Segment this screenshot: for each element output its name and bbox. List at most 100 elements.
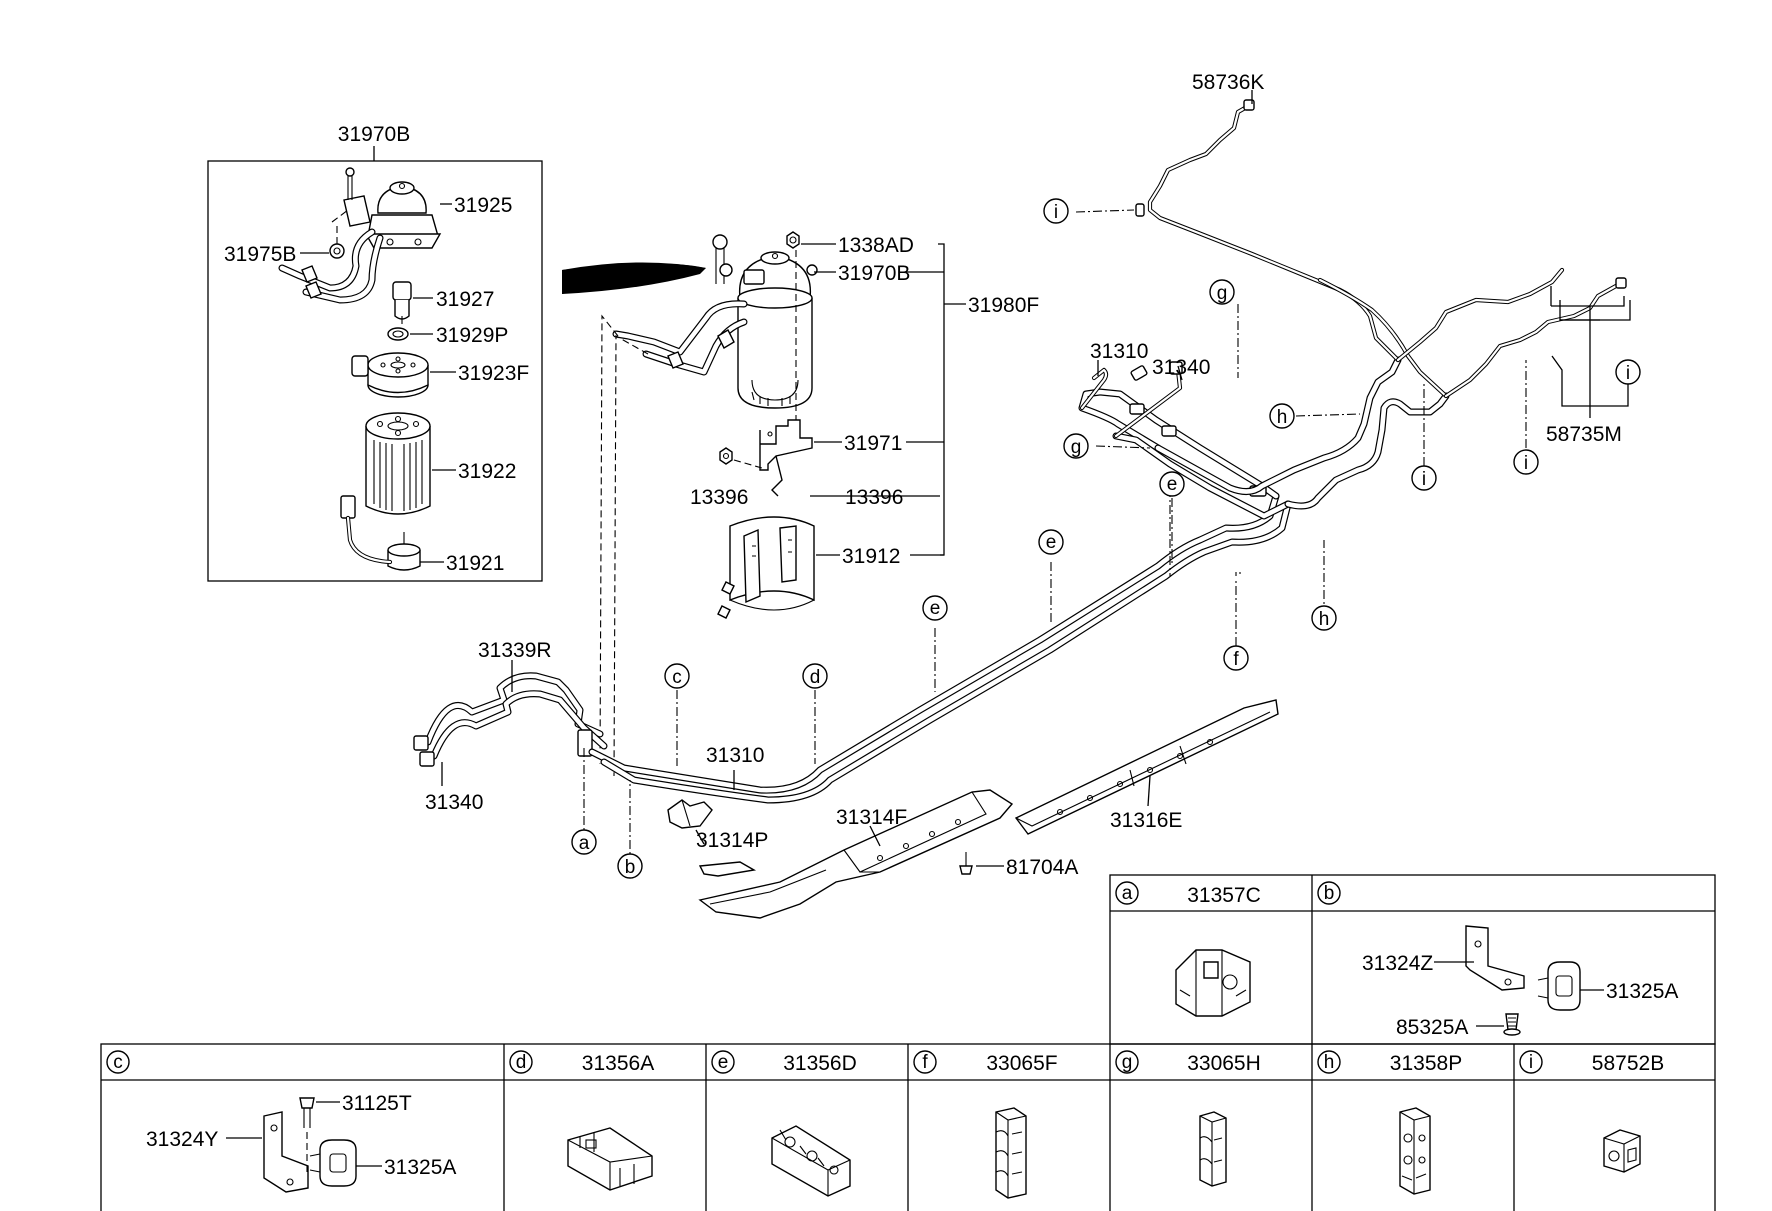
svg-text:a: a <box>579 833 590 854</box>
svg-text:i: i <box>1529 1052 1533 1073</box>
callout-31340-left[interactable]: 31340 <box>425 791 483 814</box>
legend-label-31324Y[interactable]: 31324Y <box>146 1128 218 1151</box>
callout-31310-mid[interactable]: 31310 <box>706 744 764 767</box>
bolt-31975B <box>329 243 345 259</box>
legend-part-31356D[interactable]: 31356D <box>783 1052 857 1075</box>
clip-31314P <box>667 799 757 877</box>
callout-31929P[interactable]: 31929P <box>436 324 508 347</box>
protector-31316E <box>1014 699 1279 835</box>
callout-31340-top[interactable]: 31340 <box>1152 356 1210 379</box>
marker-d[interactable]: d <box>802 663 828 689</box>
legend-cell-b: b <box>1317 881 1581 1036</box>
svg-text:b: b <box>1324 883 1335 904</box>
legend-label-31325A-b[interactable]: 31325A <box>1606 980 1678 1003</box>
callout-13396-a[interactable]: 13396 <box>690 486 748 509</box>
marker-h-2[interactable]: h <box>1311 605 1337 631</box>
marker-h-1[interactable]: h <box>1269 403 1295 429</box>
marker-b[interactable]: b <box>617 853 643 879</box>
marker-i-2[interactable]: i <box>1411 465 1437 491</box>
callout-31971[interactable]: 31971 <box>844 432 902 455</box>
filter-head-31925 <box>343 167 442 249</box>
callout-58736K[interactable]: 58736K <box>1192 71 1264 94</box>
callout-31925[interactable]: 31925 <box>454 194 512 217</box>
callout-31314P[interactable]: 31314P <box>696 829 768 852</box>
callout-31927[interactable]: 31927 <box>436 288 494 311</box>
legend-part-33065H[interactable]: 33065H <box>1187 1052 1261 1075</box>
adapter-31923F <box>351 352 429 398</box>
callout-31975B[interactable]: 31975B <box>224 243 296 266</box>
sensor-31927 <box>392 281 412 324</box>
callout-13396-b[interactable]: 13396 <box>845 486 903 509</box>
nut-1338AD <box>786 231 800 249</box>
legend-cell-d: d 31356A <box>509 1050 654 1191</box>
callout-31314F[interactable]: 31314F <box>836 806 907 829</box>
svg-text:e: e <box>1046 532 1057 553</box>
legend-cell-a: a 31357C <box>1115 881 1261 1017</box>
legend-label-31125T[interactable]: 31125T <box>342 1092 412 1115</box>
marker-c[interactable]: c <box>664 663 690 689</box>
protector-31314F <box>698 789 1014 919</box>
legend-cell-c: c <box>106 1050 357 1193</box>
group-bracket-31980F <box>938 243 945 556</box>
legend-table-bottom <box>100 1043 1716 1211</box>
filter-element-31922 <box>365 412 431 515</box>
marker-i-4[interactable]: i <box>1615 359 1641 385</box>
callout-31912[interactable]: 31912 <box>842 545 900 568</box>
callout-58735M[interactable]: 58735M <box>1546 423 1622 446</box>
svg-text:e: e <box>718 1052 729 1073</box>
return-lines <box>1135 99 1627 510</box>
svg-text:c: c <box>113 1052 123 1073</box>
fuel-line-31310 <box>588 361 1292 804</box>
legend-cell-f: f 33065F <box>913 1050 1058 1199</box>
svg-text:i: i <box>1524 453 1528 474</box>
legend-label-31324Z[interactable]: 31324Z <box>1362 952 1433 975</box>
legend-part-31356A[interactable]: 31356A <box>582 1052 654 1075</box>
callout-31922[interactable]: 31922 <box>458 460 516 483</box>
legend-cell-i: i 58752B <box>1519 1050 1664 1173</box>
svg-text:g: g <box>1122 1052 1133 1073</box>
legend-label-85325A[interactable]: 85325A <box>1396 1016 1468 1039</box>
marker-g-2[interactable]: g <box>1209 279 1235 305</box>
svg-text:i: i <box>1626 363 1630 384</box>
svg-text:e: e <box>1167 474 1178 495</box>
marker-i-1[interactable]: i <box>1043 198 1069 224</box>
marker-a[interactable]: a <box>571 829 597 855</box>
legend-part-31357C[interactable]: 31357C <box>1187 884 1261 907</box>
callout-31921[interactable]: 31921 <box>446 552 504 575</box>
marker-g-1[interactable]: g <box>1063 433 1089 459</box>
legend-cell-e: e 31356D <box>711 1050 857 1197</box>
marker-e-2[interactable]: e <box>1038 529 1064 555</box>
svg-text:h: h <box>1319 609 1330 630</box>
bowl-31921 <box>340 495 421 571</box>
bolt-81704A <box>959 852 973 875</box>
svg-text:f: f <box>1233 649 1239 670</box>
callout-31970B-box[interactable]: 31970B <box>338 123 410 146</box>
legend-cell-g: g 33065H <box>1115 1050 1261 1187</box>
marker-e-3[interactable]: e <box>1159 471 1185 497</box>
svg-text:f: f <box>922 1052 928 1073</box>
svg-text:g: g <box>1217 283 1228 304</box>
callout-31980F[interactable]: 31980F <box>968 294 1039 317</box>
fuel-filter-assembly <box>612 234 818 409</box>
fuel-line-31339R <box>413 672 608 767</box>
o-ring-31929P <box>387 327 409 341</box>
marker-i-3[interactable]: i <box>1513 449 1539 475</box>
svg-text:d: d <box>810 667 821 688</box>
callout-31316E[interactable]: 31316E <box>1110 809 1182 832</box>
marker-f[interactable]: f <box>1223 645 1249 671</box>
svg-text:i: i <box>1422 469 1426 490</box>
bolt-13396 <box>719 447 733 465</box>
legend-part-33065F[interactable]: 33065F <box>986 1052 1057 1075</box>
callout-31970B[interactable]: 31970B <box>838 262 910 285</box>
callout-31339R[interactable]: 31339R <box>478 639 552 662</box>
callout-31310-top[interactable]: 31310 <box>1090 340 1148 363</box>
strap-31912 <box>717 516 815 619</box>
callout-1338AD[interactable]: 1338AD <box>838 234 914 257</box>
callout-81704A[interactable]: 81704A <box>1006 856 1078 879</box>
legend-part-58752B[interactable]: 58752B <box>1592 1052 1664 1075</box>
svg-text:g: g <box>1071 437 1082 458</box>
legend-part-31358P[interactable]: 31358P <box>1390 1052 1462 1075</box>
marker-e-1[interactable]: e <box>922 595 948 621</box>
callout-31923F[interactable]: 31923F <box>458 362 529 385</box>
legend-label-31325A-c[interactable]: 31325A <box>384 1156 456 1179</box>
